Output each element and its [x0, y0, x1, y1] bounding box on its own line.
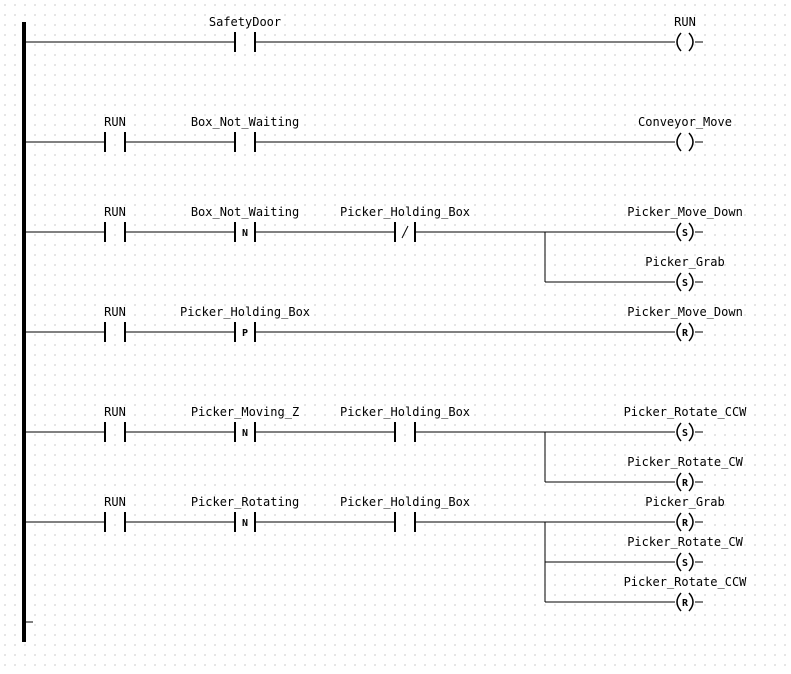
coil-picker-grab[interactable]: S Picker_Grab	[645, 255, 725, 292]
coil-arc-right	[688, 222, 694, 242]
coil-arc-left	[676, 322, 682, 342]
coil-type-symbol: R	[682, 478, 689, 489]
contact-type-symbol: N	[242, 518, 248, 529]
contact-run[interactable]: RUN	[104, 115, 126, 152]
coil-picker-move-down[interactable]: S Picker_Move_Down	[627, 205, 743, 242]
coil-conveyor-move[interactable]: Conveyor_Move	[638, 115, 732, 152]
coil-arc-right	[688, 422, 694, 442]
contact-nc-slash	[401, 225, 409, 239]
coil-picker-move-down[interactable]: R Picker_Move_Down	[627, 305, 743, 342]
contact-label: Box_Not_Waiting	[191, 115, 299, 129]
coil-arc-left	[676, 592, 682, 612]
coil-arc-left	[676, 472, 682, 492]
coil-type-symbol: R	[682, 518, 689, 529]
contact-picker-moving-z[interactable]: N Picker_Moving_Z	[191, 405, 299, 442]
contact-label: Picker_Holding_Box	[340, 405, 470, 419]
contact-label: RUN	[104, 405, 126, 419]
contact-label: Picker_Moving_Z	[191, 405, 299, 419]
coil-label: Picker_Rotate_CCW	[624, 405, 748, 419]
coil-type-symbol: S	[682, 558, 688, 569]
contact-picker-holding-box[interactable]: Picker_Holding_Box	[340, 405, 470, 442]
contact-label: RUN	[104, 305, 126, 319]
coil-type-symbol: R	[682, 598, 689, 609]
coil-label: Picker_Rotate_CW	[627, 535, 743, 549]
contact-label: RUN	[104, 115, 126, 129]
contact-box-not-waiting[interactable]: N Box_Not_Waiting	[191, 205, 299, 242]
coil-label: Picker_Rotate_CW	[627, 455, 743, 469]
coil-label: Picker_Move_Down	[627, 205, 743, 219]
coil-label: RUN	[674, 15, 696, 29]
coil-picker-rotate-cw[interactable]: S Picker_Rotate_CW	[627, 535, 744, 572]
contact-picker-rotating[interactable]: N Picker_Rotating	[191, 495, 299, 532]
coil-arc-right	[688, 322, 694, 342]
coil-arc-right	[688, 512, 694, 532]
coil-arc-left	[676, 222, 682, 242]
contact-picker-holding-box[interactable]: Picker_Holding_Box	[340, 495, 470, 532]
contact-label: Box_Not_Waiting	[191, 205, 299, 219]
contact-run[interactable]: RUN	[104, 305, 126, 342]
coil-picker-grab[interactable]: R Picker_Grab	[645, 495, 725, 532]
contact-label: Picker_Rotating	[191, 495, 299, 509]
coil-picker-rotate-ccw[interactable]: S Picker_Rotate_CCW	[624, 405, 748, 442]
contact-type-symbol: N	[242, 228, 248, 239]
coil-label: Picker_Grab	[645, 495, 724, 509]
coil-picker-rotate-ccw[interactable]: R Picker_Rotate_CCW	[624, 575, 748, 612]
coil-arc-left	[676, 32, 682, 52]
coil-run[interactable]: RUN	[674, 15, 703, 52]
contact-picker-holding-box[interactable]: P Picker_Holding_Box	[180, 305, 310, 342]
coil-arc-left	[676, 552, 682, 572]
contact-run[interactable]: RUN	[104, 495, 126, 532]
coil-arc-right	[688, 472, 694, 492]
contact-label: Picker_Holding_Box	[340, 495, 470, 509]
coil-type-symbol: R	[682, 328, 689, 339]
contact-label: RUN	[104, 205, 126, 219]
contact-box-not-waiting[interactable]: Box_Not_Waiting	[191, 115, 299, 152]
coil-type-symbol: S	[682, 278, 688, 289]
rung-2: RUN Box_Not_Waiting Conveyor_Move	[26, 115, 732, 152]
left-power-rail	[22, 22, 26, 642]
contact-type-symbol: N	[242, 428, 248, 439]
coil-arc-right	[688, 592, 694, 612]
contact-label: SafetyDoor	[209, 15, 281, 29]
contact-label: Picker_Holding_Box	[180, 305, 310, 319]
coil-arc-left	[676, 422, 682, 442]
coil-arc-right	[688, 552, 694, 572]
contact-safetydoor[interactable]: SafetyDoor	[209, 15, 281, 52]
contact-type-symbol: P	[242, 328, 248, 339]
coil-arc-right	[688, 32, 694, 52]
coil-type-symbol: S	[682, 428, 688, 439]
coil-arc-left	[676, 272, 682, 292]
rung-1: SafetyDoor RUN	[26, 15, 703, 52]
contact-run[interactable]: RUN	[104, 405, 126, 442]
contact-run[interactable]: RUN	[104, 205, 126, 242]
coil-type-symbol: S	[682, 228, 688, 239]
contact-picker-holding-box[interactable]: Picker_Holding_Box	[340, 205, 470, 242]
coil-arc-left	[676, 512, 682, 532]
contact-label: RUN	[104, 495, 126, 509]
coil-label: Picker_Grab	[645, 255, 724, 269]
contact-label: Picker_Holding_Box	[340, 205, 470, 219]
coil-arc-right	[688, 132, 694, 152]
coil-label: Picker_Rotate_CCW	[624, 575, 748, 589]
coil-arc-right	[688, 272, 694, 292]
coil-picker-rotate-cw[interactable]: R Picker_Rotate_CW	[627, 455, 744, 492]
coil-label: Conveyor_Move	[638, 115, 732, 129]
coil-arc-left	[676, 132, 682, 152]
coil-label: Picker_Move_Down	[627, 305, 743, 319]
